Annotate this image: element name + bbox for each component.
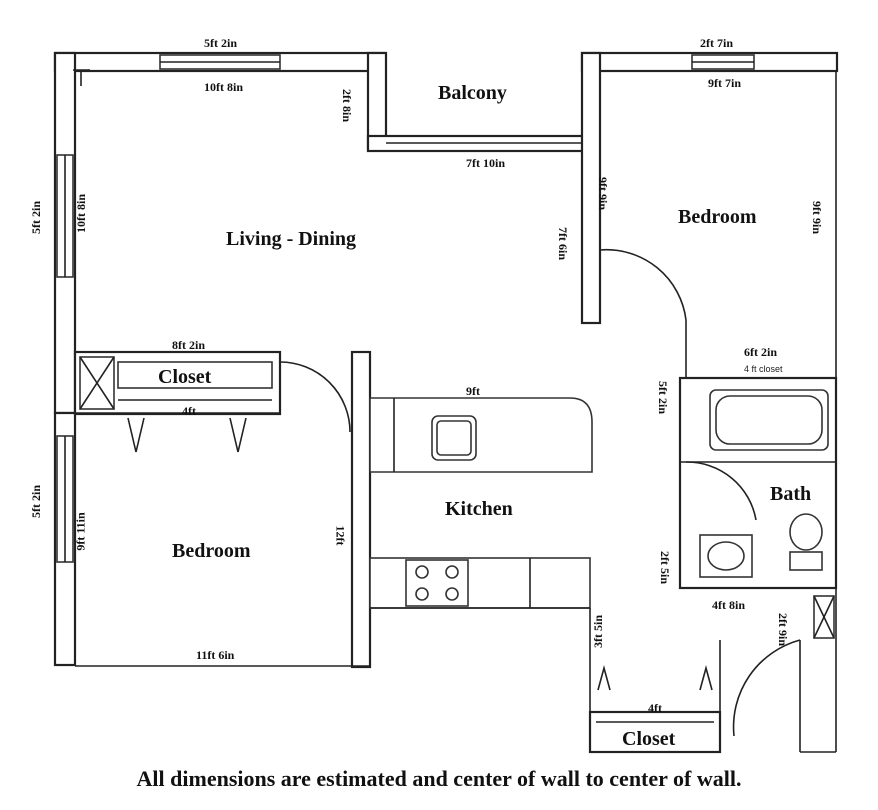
bay-wall bbox=[366, 51, 388, 151]
dim-living-depth: 10ft 8in bbox=[74, 194, 88, 233]
room-kitchen: Kitchen bbox=[445, 498, 513, 520]
dim-bath-bottom: 4ft 8in bbox=[712, 598, 745, 612]
dim-bedroom2-depth: 9ft 11in bbox=[73, 512, 88, 551]
kitchen-lower-counter bbox=[369, 557, 591, 609]
dim-kitchen-wall: 12ft bbox=[333, 525, 348, 546]
room-closet-lower: Closet bbox=[622, 728, 676, 750]
room-bath: Bath bbox=[770, 483, 812, 505]
dim-closet-lower-width: 4ft bbox=[648, 701, 662, 715]
dim-bedroom-closet: 4 ft closet bbox=[744, 364, 783, 374]
dim-bedroom-left-wall: 9ft 9in bbox=[596, 177, 610, 210]
dim-window-left-lower: 5ft 2in bbox=[29, 485, 43, 518]
bedroom-left-wall bbox=[580, 51, 602, 325]
room-closet-upper: Closet bbox=[158, 366, 212, 388]
dim-bedroom-bottom: 6ft 2in bbox=[744, 345, 777, 359]
toilet bbox=[789, 513, 823, 551]
stove bbox=[405, 559, 469, 607]
room-bedroom-master: Bedroom bbox=[678, 206, 757, 228]
dim-bedroom-right-wall: 9ft 9in bbox=[810, 201, 824, 234]
entry-door-swing bbox=[732, 639, 801, 737]
closet-door-swing bbox=[279, 361, 351, 433]
dim-bay-depth: 2ft 8in bbox=[340, 89, 354, 122]
dim-bath-side: 2ft 5in bbox=[658, 551, 672, 584]
dim-living-width: 10ft 8in bbox=[204, 80, 243, 94]
dim-window-left-upper: 5ft 2in bbox=[29, 201, 43, 234]
dim-closet-inner: 4ft bbox=[182, 404, 196, 418]
disclaimer-text: All dimensions are estimated and center … bbox=[136, 766, 742, 791]
dim-closet-width: 8ft 2in bbox=[172, 338, 205, 352]
dim-hall-lower: 3ft 5in bbox=[591, 615, 605, 648]
dim-hall-wall: 7ft 6in bbox=[556, 227, 570, 260]
dim-window-top-right: 2ft 7in bbox=[700, 36, 733, 50]
dim-balcony-width: 7ft 10in bbox=[466, 156, 505, 170]
dim-bedroom2-width: 11ft 6in bbox=[196, 648, 235, 662]
dim-window-top-left: 5ft 2in bbox=[204, 36, 237, 50]
bath-door-swing bbox=[685, 461, 757, 521]
dim-hall-upper: 5ft 2in bbox=[656, 381, 670, 414]
room-bedroom-second: Bedroom bbox=[172, 540, 251, 562]
dim-kitchen-counter: 9ft bbox=[466, 384, 480, 398]
kitchen-counter bbox=[369, 397, 593, 473]
room-living-dining: Living - Dining bbox=[226, 228, 357, 250]
dim-entry-door: 2ft 9in bbox=[776, 613, 790, 646]
bedroom2-right-wall bbox=[350, 350, 372, 669]
bedroom-door-swing bbox=[599, 248, 687, 321]
dim-bedroom-width: 9ft 7in bbox=[708, 76, 741, 90]
room-balcony: Balcony bbox=[438, 82, 507, 104]
